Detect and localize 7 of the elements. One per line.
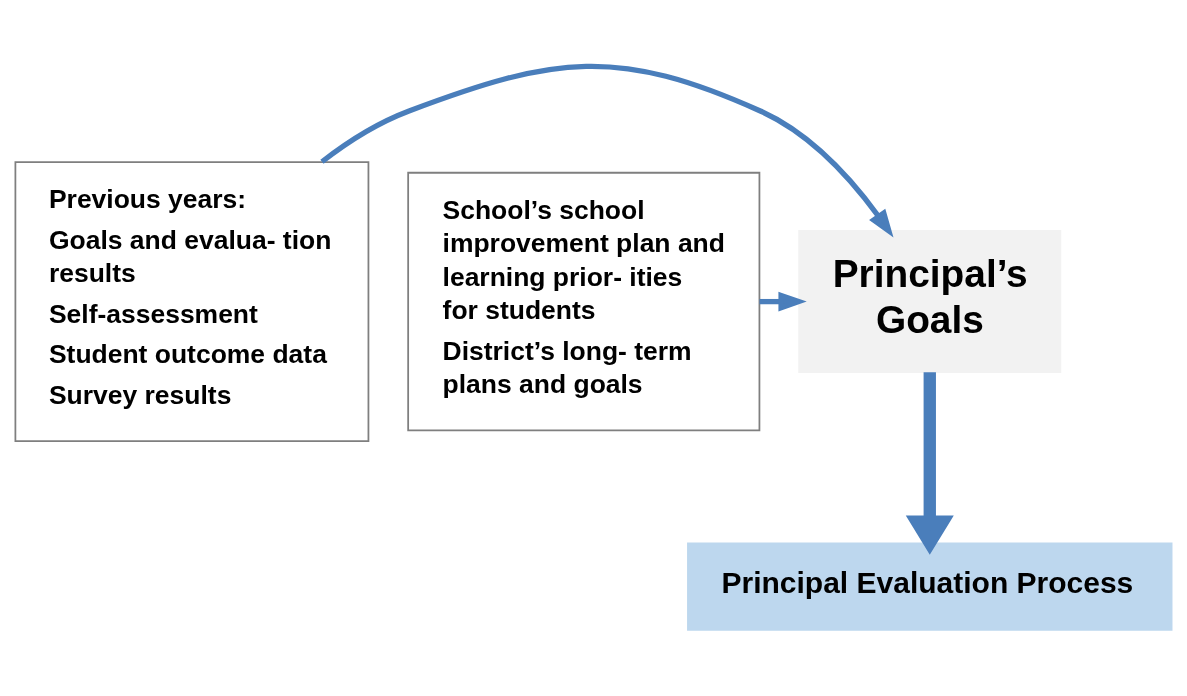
node-box: Previous years: Goals and evalua- tion results Self-assessment Student outcome data Survey results: [14, 161, 370, 442]
arrow: [905, 372, 954, 555]
node-box: School’s school improvement plan and learning prior- ities for students District’s long- term plans and goals: [407, 171, 761, 432]
node-box: Principal Evaluation Process: [687, 542, 1173, 631]
arrow: [759, 291, 807, 312]
arrow: [320, 63, 894, 238]
node-box: Principal’s Goals: [798, 230, 1062, 374]
